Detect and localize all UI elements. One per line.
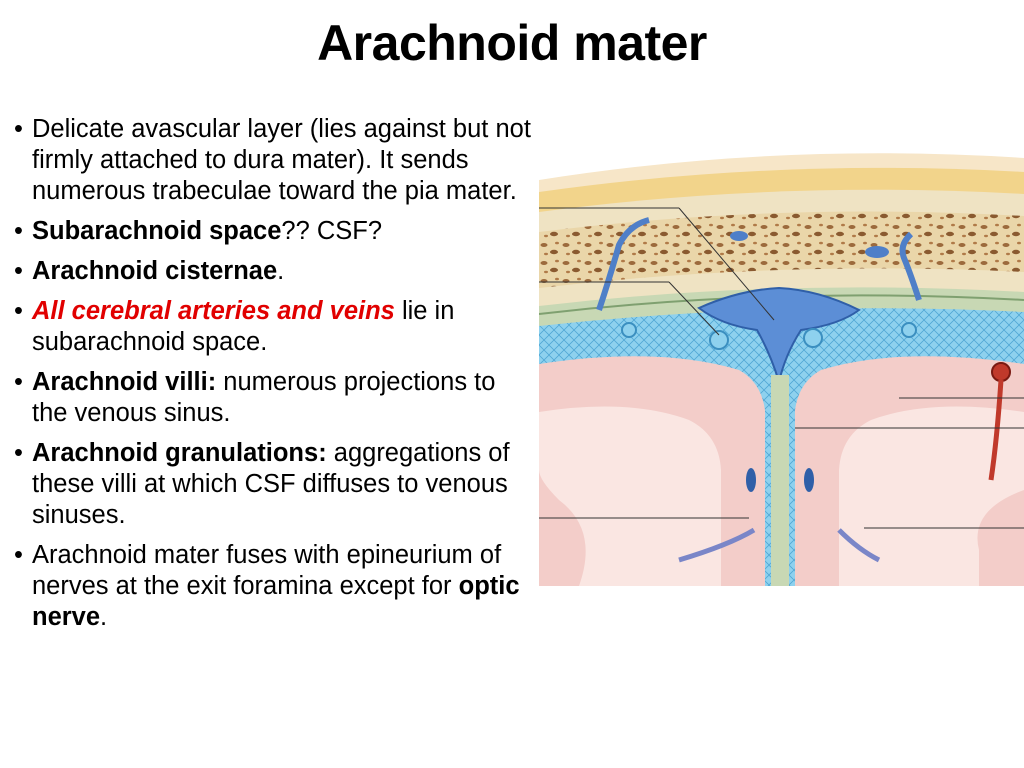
bullet-marker: • [14, 439, 23, 467]
right-white-matter [839, 406, 1024, 586]
bullet-text: ?? CSF? [281, 217, 383, 245]
left-white-matter [539, 406, 721, 586]
bullet-item: • Delicate avascular layer (lies against… [14, 114, 534, 207]
bullet-bold-text: Arachnoid cisternae [32, 257, 278, 285]
falx-cerebri [771, 375, 789, 586]
cortical-vein [746, 468, 756, 492]
diploic-vein [730, 231, 748, 241]
bullet-text-tail: . [100, 603, 108, 631]
bullet-marker: • [14, 368, 23, 396]
bullet-text: numerous projections to the venous sinus… [32, 368, 496, 427]
bullet-text: lie in subarachnoid space. [32, 297, 455, 356]
bullet-text: Arachnoid mater fuses with epineurium of… [32, 541, 502, 600]
bullet-item: • All cerebral arteries and veins lie in… [14, 296, 534, 358]
cerebral-artery [991, 362, 1011, 382]
leader-line [678, 207, 775, 321]
diploic-vein [865, 246, 889, 258]
bullet-bold-text: Subarachnoid space [32, 217, 282, 245]
cerebral-vein [837, 528, 881, 563]
arachnoid-granulation [803, 328, 823, 348]
bullet-bold-text: Arachnoid villi: [32, 368, 217, 396]
slide-title: Arachnoid mater [317, 15, 707, 71]
emissary-vein [899, 231, 922, 301]
bullet-item: • Arachnoid cisternae. [14, 256, 534, 287]
falx-arachnoid [765, 375, 771, 586]
arachnoid-granulation [709, 330, 729, 350]
bullet-text: . [277, 257, 285, 285]
bullet-bold-text: Arachnoid granulations: [32, 439, 327, 467]
cortical-vein [804, 468, 814, 492]
arachnoid-granulation [901, 322, 917, 338]
meninges-figure [539, 150, 1024, 586]
arachnoid-granulation [621, 322, 637, 338]
bullet-item: • Subarachnoid space?? CSF? [14, 216, 534, 247]
bullet-list: • Delicate avascular layer (lies against… [14, 114, 534, 642]
bullet-marker: • [14, 217, 23, 245]
meninges-cross-section-illustration [539, 150, 1024, 586]
bullet-item: • Arachnoid mater fuses with epineurium … [14, 540, 534, 633]
emissary-vein [596, 217, 650, 311]
bullet-text: aggregations of these villi at which CSF… [32, 439, 510, 529]
cerebral-vein [678, 527, 756, 563]
bullet-item: • Arachnoid granulations: aggregations o… [14, 438, 534, 531]
leader-line [668, 281, 720, 336]
bullet-marker: • [14, 257, 23, 285]
bullet-text: Delicate avascular layer (lies against b… [32, 115, 531, 205]
cerebral-artery [988, 379, 1004, 481]
bullet-marker: • [14, 297, 23, 325]
bullet-item: • Arachnoid villi: numerous projections … [14, 367, 534, 429]
falx-arachnoid [789, 375, 795, 586]
bullet-emphasis-text: All cerebral arteries and veins [32, 297, 395, 325]
bullet-marker: • [14, 115, 23, 143]
bullet-marker: • [14, 541, 23, 569]
bullet-bold-text: optic nerve [32, 572, 520, 631]
